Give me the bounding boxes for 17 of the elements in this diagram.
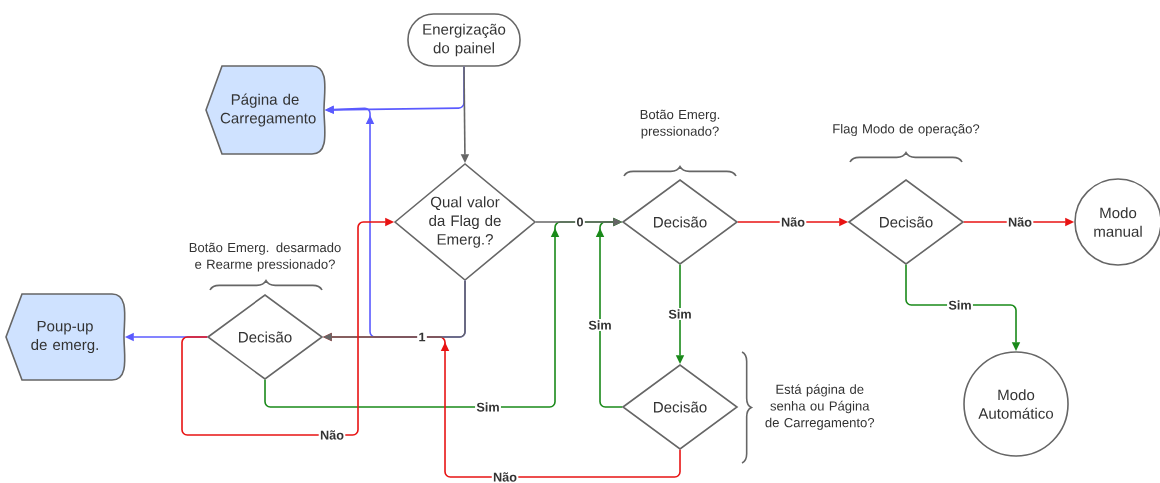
edge-label: Sim <box>947 299 973 311</box>
edge-label: Não <box>318 429 346 441</box>
edge-label: 1 <box>417 331 427 343</box>
edge-label: Não <box>779 216 807 228</box>
question-text: Botão Emerg. desarmado e Rearme pressionado? <box>189 242 341 272</box>
edge-label: 0 <box>575 216 585 228</box>
question-text: Botão Emerg. pressionado? <box>640 109 720 139</box>
edge-label: Não <box>1006 216 1034 228</box>
display-box: Página de Carregamento <box>205 65 326 155</box>
display-box: Poup-up de emerg. <box>5 293 126 381</box>
start-terminal: Energização do painel <box>407 13 521 67</box>
edge-label: Sim <box>587 319 613 331</box>
edge-label: Não <box>491 471 519 483</box>
edge-label: Sim <box>667 308 693 320</box>
question-text: Flag Modo de operação? <box>833 123 980 137</box>
edge-label: Sim <box>475 401 501 413</box>
question-text: Está página de senha ou Página de Carregamento? <box>765 384 875 430</box>
